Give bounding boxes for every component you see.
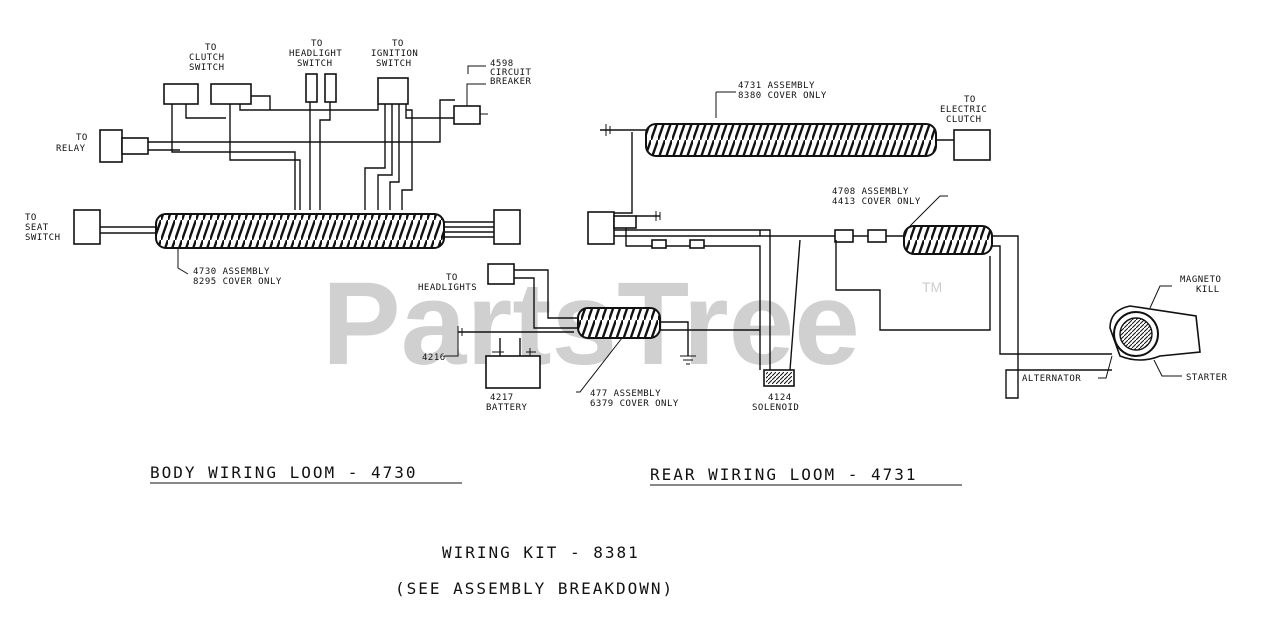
relay-connector — [99, 129, 123, 163]
battery — [485, 355, 541, 389]
label-4708-assembly: 4708 ASSEMBLY — [832, 187, 909, 197]
label-headlights-to: TO — [446, 273, 458, 283]
label-eclutch-to: TO — [964, 95, 976, 105]
label-magneto: MAGNETO — [1180, 275, 1221, 285]
label-eclutch-name: ELECTRIC — [940, 105, 987, 115]
ignition-switch-connector — [377, 77, 409, 105]
label-headlight-to: TO — [311, 39, 323, 49]
headlights-connector — [487, 263, 515, 285]
loom-end-connector — [493, 209, 521, 245]
watermark-tm: TM — [922, 279, 942, 295]
rear-left-connector — [587, 211, 615, 245]
label-battery-name: BATTERY — [486, 403, 528, 413]
label-circuit-breaker-num: 4598 — [490, 59, 514, 69]
label-ground-num: 4216 — [422, 353, 446, 363]
title-body-loom: BODY WIRING LOOM - 4730 — [150, 463, 418, 482]
label-headlights-name: HEADLIGHTS — [418, 283, 477, 293]
label-477-assembly: 477 ASSEMBLY — [590, 389, 661, 399]
label-4708-cover: 4413 COVER ONLY — [832, 197, 921, 207]
label-starter: STARTER — [1186, 373, 1228, 383]
label-solenoid-name: SOLENOID — [752, 403, 799, 413]
label-ignition-to: TO — [392, 39, 404, 49]
label-clutch-to: TO — [205, 43, 217, 53]
label-ignition-switch: SWITCH — [376, 59, 412, 69]
circuit-breaker — [453, 105, 481, 125]
titles: BODY WIRING LOOM - 4730 REAR WIRING LOOM… — [150, 463, 962, 598]
label-circuit-breaker-sub: BREAKER — [490, 77, 532, 87]
electric-clutch-connector — [953, 129, 991, 161]
label-headlight-name: HEADLIGHT — [289, 49, 342, 59]
label-rear-cover: 8380 COVER ONLY — [738, 91, 827, 101]
clutch-switch-connector-a — [163, 83, 199, 105]
title-wiring-kit: WIRING KIT - 8381 — [442, 543, 640, 562]
label-477-cover: 6379 COVER ONLY — [590, 399, 679, 409]
label-ignition-name: IGNITION — [371, 49, 418, 59]
label-battery-num: 4217 — [490, 393, 514, 403]
label-clutch-switch: SWITCH — [189, 63, 225, 73]
title-rear-loom: REAR WIRING LOOM - 4731 — [650, 465, 918, 484]
label-seat-to: TO — [25, 213, 37, 223]
rear-loom-coil — [645, 123, 937, 157]
clutch-switch-connector-b — [210, 83, 252, 105]
label-relay-name: RELAY — [56, 144, 86, 154]
label-eclutch-sub: CLUTCH — [946, 115, 982, 125]
label-clutch-name: CLUTCH — [189, 53, 225, 63]
engine-magneto — [1098, 285, 1201, 379]
coil-477 — [577, 307, 661, 339]
headlight-switch-connector-b — [324, 73, 337, 103]
label-relay-to: TO — [76, 133, 88, 143]
body-wiring-loom: TO CLUTCH SWITCH TO HEADLIGHT SWITCH TO … — [25, 39, 532, 287]
label-body-cover: 8295 COVER ONLY — [193, 277, 282, 287]
label-rear-assembly: 4731 ASSEMBLY — [738, 81, 815, 91]
label-circuit-breaker-name: CIRCUIT — [490, 68, 532, 78]
label-seat-name: SEAT — [25, 223, 49, 233]
label-body-assembly: 4730 ASSEMBLY — [193, 267, 270, 277]
title-see-breakdown: (SEE ASSEMBLY BREAKDOWN) — [395, 579, 674, 598]
label-headlight-switch: SWITCH — [297, 59, 333, 69]
label-seat-switch: SWITCH — [25, 233, 61, 243]
label-alternator: ALTERNATOR — [1022, 374, 1081, 384]
rear-wiring-loom: 4731 ASSEMBLY 8380 COVER ONLY TO ELECTRI… — [418, 81, 1228, 413]
label-magneto-kill: KILL — [1196, 285, 1220, 295]
coil-4708 — [903, 225, 993, 255]
seat-switch-connector — [73, 209, 101, 245]
body-loom-coil — [155, 213, 445, 249]
headlight-switch-connector-a — [305, 73, 318, 103]
label-solenoid-num: 4124 — [768, 393, 792, 403]
